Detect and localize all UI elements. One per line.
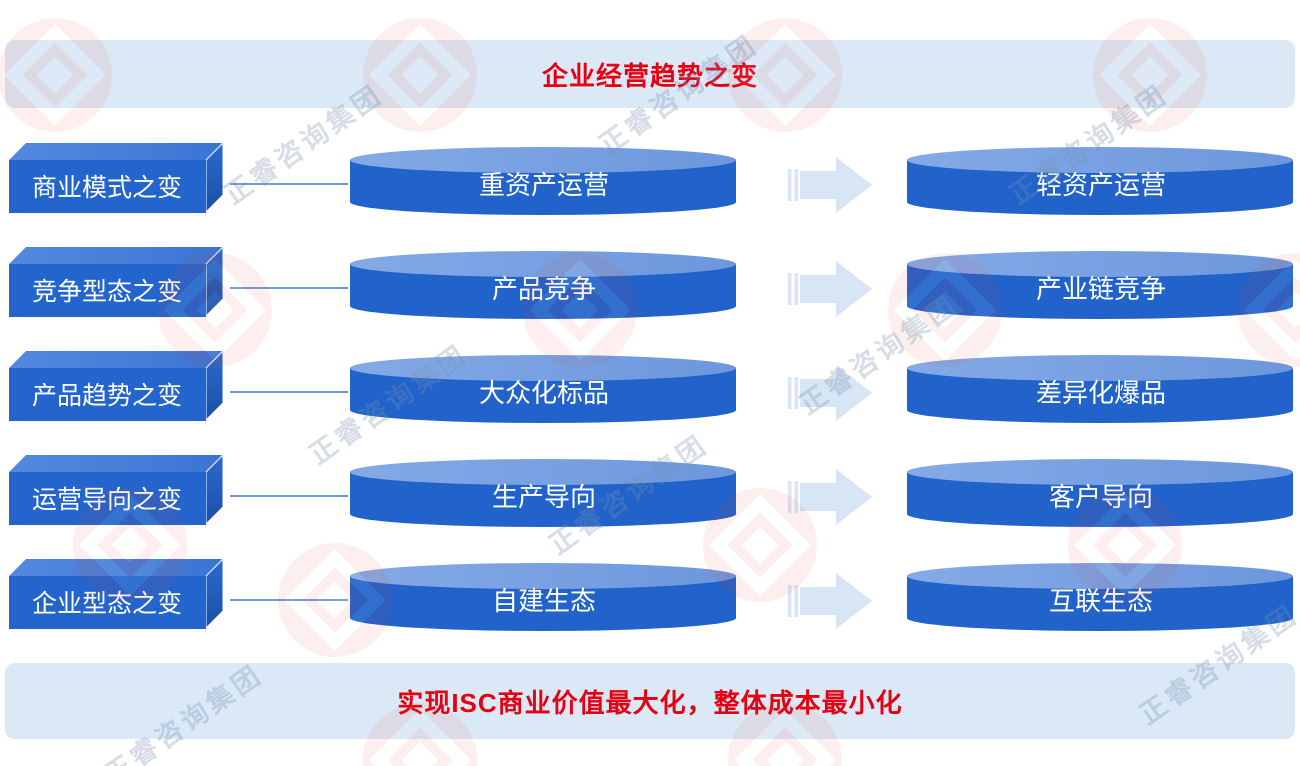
after-state-cylinder: 差异化爆品 xyxy=(906,354,1296,424)
before-state-label: 重资产运营 xyxy=(478,169,609,200)
connector-line xyxy=(230,183,348,185)
change-category-box: 商业模式之变 xyxy=(8,142,224,214)
transformation-row: 产品趋势之变 大众化标品 差异化爆品 xyxy=(0,350,1300,426)
before-state-cylinder: 自建生态 xyxy=(349,562,739,632)
connector-line xyxy=(230,599,348,601)
right-arrow-icon xyxy=(788,156,872,214)
right-arrow-icon xyxy=(788,364,872,422)
transformation-row: 竞争型态之变 产品竞争 产业链竞争 xyxy=(0,246,1300,322)
transformation-row: 商业模式之变 重资产运营 轻资产运营 xyxy=(0,142,1300,218)
right-arrow-icon xyxy=(788,468,872,526)
before-state-label: 生产导向 xyxy=(491,481,596,512)
page-title: 企业经营趋势之变 xyxy=(541,60,758,91)
after-state-cylinder: 产业链竞争 xyxy=(906,250,1296,320)
before-state-cylinder: 产品竞争 xyxy=(349,250,739,320)
before-state-cylinder: 生产导向 xyxy=(349,458,739,528)
after-state-label: 互联生态 xyxy=(1048,585,1153,616)
change-category-box: 产品趋势之变 xyxy=(8,350,224,422)
conclusion-banner: 实现ISC商业价值最大化，整体成本最小化 xyxy=(5,663,1295,739)
before-state-cylinder: 重资产运营 xyxy=(349,146,739,216)
after-state-cylinder: 互联生态 xyxy=(906,562,1296,632)
connector-line xyxy=(230,391,348,393)
conclusion-text: 实现ISC商业价值最大化，整体成本最小化 xyxy=(397,687,903,718)
before-state-label: 自建生态 xyxy=(491,585,596,616)
after-state-label: 客户导向 xyxy=(1048,481,1153,512)
before-state-label: 产品竞争 xyxy=(491,273,596,304)
after-state-cylinder: 客户导向 xyxy=(906,458,1296,528)
right-arrow-icon xyxy=(788,260,872,318)
after-state-label: 产业链竞争 xyxy=(1035,273,1166,304)
title-banner: 企业经营趋势之变 xyxy=(5,40,1295,108)
change-category-label: 竞争型态之变 xyxy=(31,277,182,306)
after-state-label: 轻资产运营 xyxy=(1035,169,1166,200)
change-category-label: 商业模式之变 xyxy=(31,173,182,202)
before-state-cylinder: 大众化标品 xyxy=(349,354,739,424)
right-arrow-icon xyxy=(788,572,872,630)
change-category-box: 企业型态之变 xyxy=(8,558,224,630)
connector-line xyxy=(230,495,348,497)
transformation-row: 运营导向之变 生产导向 客户导向 xyxy=(0,454,1300,530)
change-category-box: 竞争型态之变 xyxy=(8,246,224,318)
change-category-label: 企业型态之变 xyxy=(31,589,182,618)
after-state-cylinder: 轻资产运营 xyxy=(906,146,1296,216)
change-category-label: 运营导向之变 xyxy=(31,485,182,514)
transformation-row: 企业型态之变 自建生态 互联生态 xyxy=(0,558,1300,634)
after-state-label: 差异化爆品 xyxy=(1035,377,1166,408)
change-category-label: 产品趋势之变 xyxy=(31,381,182,410)
change-category-box: 运营导向之变 xyxy=(8,454,224,526)
before-state-label: 大众化标品 xyxy=(478,377,609,408)
connector-line xyxy=(230,287,348,289)
